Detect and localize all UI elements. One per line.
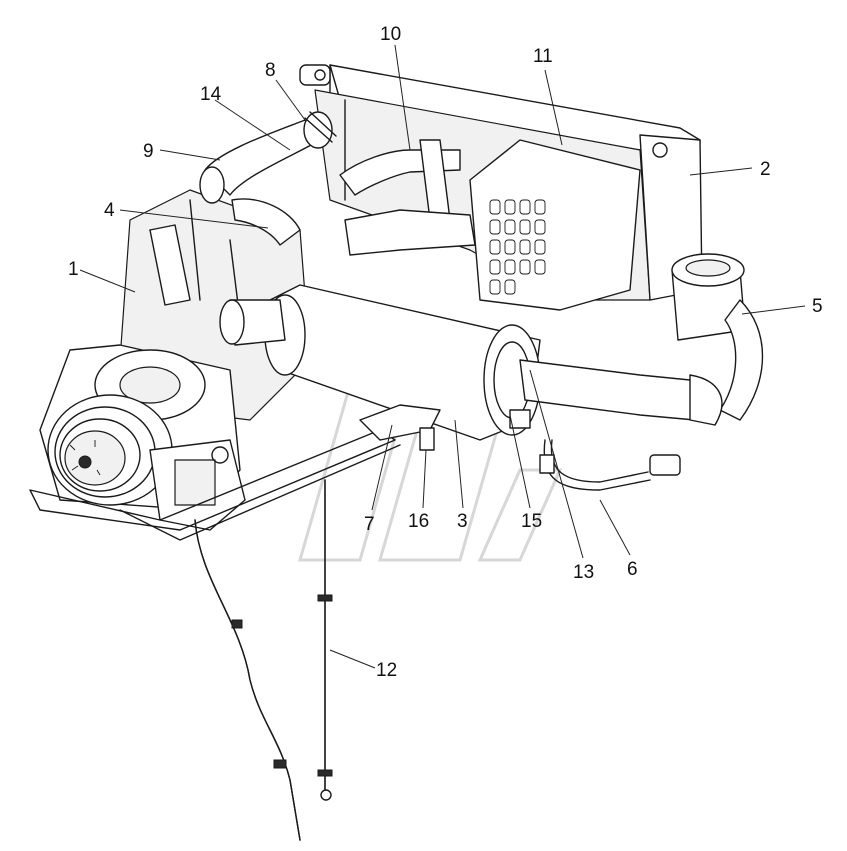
callout-14: 14 <box>200 84 222 105</box>
callout-13: 13 <box>573 562 594 583</box>
leader-1 <box>79 269 136 293</box>
callout-12: 12 <box>376 660 397 681</box>
leader-7 <box>371 424 393 511</box>
leader-8 <box>275 79 306 121</box>
brackets <box>359 404 555 474</box>
leader-2 <box>689 167 753 176</box>
callout-8: 8 <box>265 60 276 81</box>
callout-15: 15 <box>521 511 542 532</box>
leader-lines <box>79 44 806 669</box>
callout-4: 4 <box>104 200 115 221</box>
leader-5 <box>741 305 806 315</box>
exhaust-pipe <box>519 359 723 491</box>
leader-3 <box>454 419 464 509</box>
charge-pipe <box>339 139 476 256</box>
leader-4 <box>119 209 269 229</box>
pulley <box>47 394 173 506</box>
leader-13 <box>529 369 584 559</box>
callout-labels: 1 2 3 4 5 6 7 8 9 10 11 12 13 14 15 16 <box>68 24 823 681</box>
intake-hoses <box>199 111 337 246</box>
mounting-rails <box>29 429 401 541</box>
fan-guard <box>469 139 641 311</box>
hoses <box>194 479 333 841</box>
callout-6: 6 <box>627 559 638 580</box>
muffler <box>219 284 541 441</box>
leader-6 <box>599 499 631 556</box>
leader-14 <box>214 99 291 151</box>
callout-16: 16 <box>408 511 429 532</box>
callout-5: 5 <box>812 296 823 317</box>
hydraulic-pump <box>149 439 246 531</box>
leader-9 <box>159 149 221 161</box>
callout-10: 10 <box>380 24 401 45</box>
leader-15 <box>509 414 531 509</box>
leader-12 <box>329 649 376 669</box>
callout-7: 7 <box>364 514 375 535</box>
callout-9: 9 <box>143 141 154 162</box>
callout-3: 3 <box>457 511 468 532</box>
air-cleaner <box>671 253 764 421</box>
callout-11: 11 <box>533 46 553 67</box>
callout-2: 2 <box>760 159 771 180</box>
leader-11 <box>544 69 563 146</box>
callout-1: 1 <box>68 259 79 280</box>
leader-16 <box>422 449 427 509</box>
leader-10 <box>394 44 411 151</box>
